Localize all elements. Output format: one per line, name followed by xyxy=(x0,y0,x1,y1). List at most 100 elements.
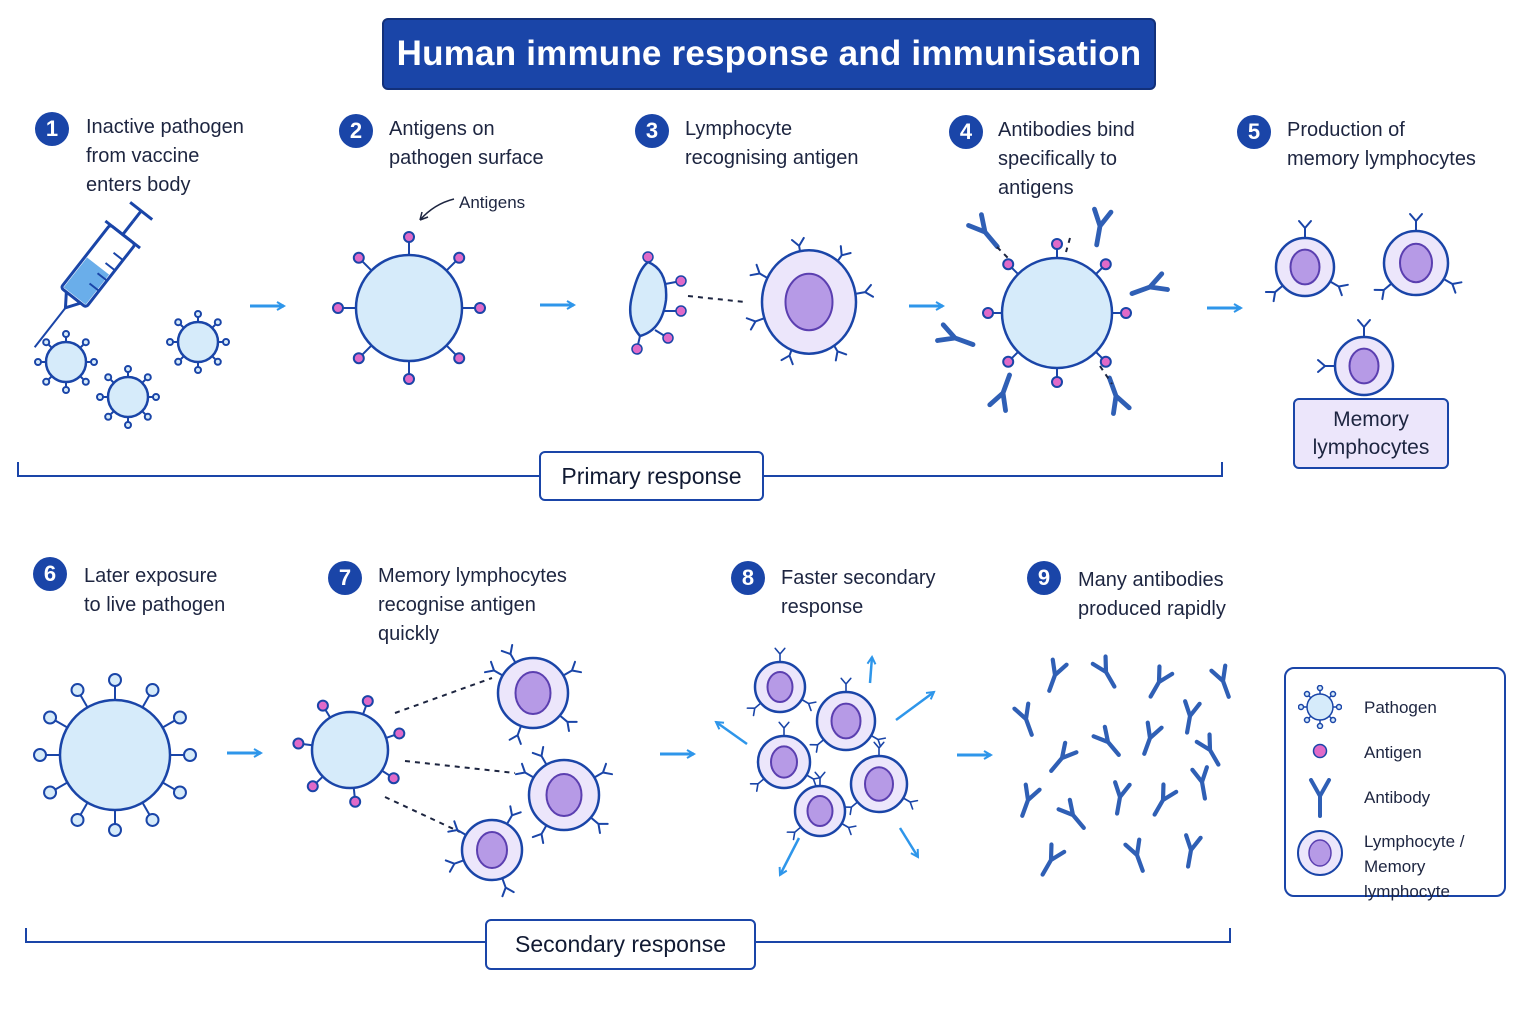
binding-line xyxy=(1065,237,1071,253)
receptor xyxy=(531,824,548,845)
live-pathogen-icon xyxy=(33,673,197,837)
receptor xyxy=(814,771,826,787)
receptor xyxy=(1298,220,1312,239)
memory-lymphocyte-icon xyxy=(843,741,919,816)
receptor xyxy=(1264,284,1284,303)
receptor xyxy=(1317,359,1336,373)
receptor xyxy=(514,762,535,779)
step-3-text: Lymphocyte recognising antigen xyxy=(685,118,859,169)
antibody-icon xyxy=(1194,732,1221,767)
antigens-pointer xyxy=(419,198,455,221)
receptor xyxy=(562,660,583,677)
receptor xyxy=(506,805,522,826)
receptor xyxy=(774,647,786,663)
step-7-number: 7 xyxy=(328,561,362,595)
syringe-icon xyxy=(33,201,154,348)
arrow-icon xyxy=(870,657,872,684)
antibody-icon xyxy=(935,322,976,347)
memory-lymphocyte-icon xyxy=(444,805,524,898)
arrow-icon xyxy=(716,722,748,746)
receptor xyxy=(531,745,548,766)
memory-lymphocyte-icon xyxy=(1264,220,1349,303)
legend-antibody-icon xyxy=(1309,778,1331,818)
antibody-icon xyxy=(1123,837,1145,873)
receptor xyxy=(1357,319,1371,338)
memory-lymphocyte-icon xyxy=(1373,213,1463,301)
antibody-icon xyxy=(1047,657,1069,693)
antibody-icon xyxy=(1012,701,1034,737)
legend-antibody-label: Antibody xyxy=(1364,788,1431,807)
antibody-icon xyxy=(987,372,1012,413)
antibody-icon xyxy=(1091,724,1121,757)
receptor xyxy=(809,738,825,753)
antibody-icon xyxy=(1209,663,1231,699)
legend-pathogen-icon xyxy=(1298,685,1342,729)
receptor xyxy=(1409,213,1423,232)
receptor xyxy=(1442,278,1463,294)
antibody-icon xyxy=(1152,782,1179,817)
antibody-icon xyxy=(966,212,1000,250)
antibody-icon xyxy=(1183,699,1202,735)
diagram-title: Human immune response and immunisation xyxy=(382,18,1156,90)
receptor xyxy=(778,721,790,737)
step-6-text: Later exposure to live pathogen xyxy=(84,565,226,616)
step-4-text: Antibodies bind specifically to antigens xyxy=(998,119,1135,199)
receptor xyxy=(558,714,578,733)
arrow-icon xyxy=(898,827,918,857)
legend-lymphocyte-icon xyxy=(1297,830,1343,876)
receptor xyxy=(508,724,523,745)
step-6-number: 6 xyxy=(33,557,67,591)
receptor xyxy=(589,816,609,835)
pathogen-with-antigens-icon xyxy=(982,238,1132,388)
step-8-text: Faster secondary response xyxy=(781,567,936,618)
step-5-number: 5 xyxy=(1237,115,1271,149)
receptor xyxy=(1329,280,1349,297)
receptor xyxy=(746,702,762,717)
memory-lymphocyte-icon xyxy=(1317,319,1395,397)
receptor xyxy=(447,820,468,836)
step-2-number: 2 xyxy=(339,114,373,148)
antibody-icon xyxy=(1090,654,1117,689)
receptor xyxy=(444,859,465,873)
antibody-icon xyxy=(1020,782,1042,818)
antibody-icon xyxy=(1049,740,1079,773)
pathogen-icon xyxy=(96,365,160,429)
step-5-text: Production of memory lymphocytes xyxy=(1287,119,1476,170)
antibody-icon xyxy=(1129,271,1170,296)
antibody-icon xyxy=(1092,206,1114,248)
pathogen-icon xyxy=(166,310,230,374)
step-1-text: Inactive pathogen from vaccine enters bo… xyxy=(86,116,244,196)
secondary-response-label: Secondary response xyxy=(485,919,756,970)
binding-line xyxy=(687,295,746,303)
arrow-icon xyxy=(895,692,934,722)
step-1-number: 1 xyxy=(35,112,69,146)
antibody-icon xyxy=(1113,780,1132,816)
receptor xyxy=(902,797,919,810)
legend-lymphocyte-label: Lymphocyte / Memory lymphocyte xyxy=(1364,832,1465,901)
receptor xyxy=(786,826,802,841)
receptor xyxy=(749,777,765,792)
receptor xyxy=(500,643,517,664)
pathogen-with-antigens-icon xyxy=(292,695,406,808)
legend-antigen-label: Antigen xyxy=(1364,743,1422,762)
binding-line xyxy=(394,677,493,714)
antigens-pointer-head xyxy=(419,211,429,221)
memory-lymphocyte-icon xyxy=(483,643,583,745)
pathogen-icon xyxy=(34,330,98,394)
antibody-icon xyxy=(1148,664,1175,699)
receptor xyxy=(800,698,817,712)
receptor xyxy=(483,660,504,677)
legend-antigen-icon xyxy=(1312,743,1328,759)
primary-response-label: Primary response xyxy=(539,451,764,501)
step-4-number: 4 xyxy=(949,115,983,149)
step-7-text: Memory lymphocytes recognise antigen qui… xyxy=(378,565,567,645)
binding-line xyxy=(384,796,461,833)
antibody-icon xyxy=(1040,842,1067,877)
receptor xyxy=(840,822,857,836)
memory-lymphocyte-icon xyxy=(746,647,817,717)
receptor xyxy=(1373,282,1393,301)
step-3-number: 3 xyxy=(635,114,669,148)
binding-line xyxy=(996,246,1009,259)
binding-line xyxy=(404,760,516,774)
